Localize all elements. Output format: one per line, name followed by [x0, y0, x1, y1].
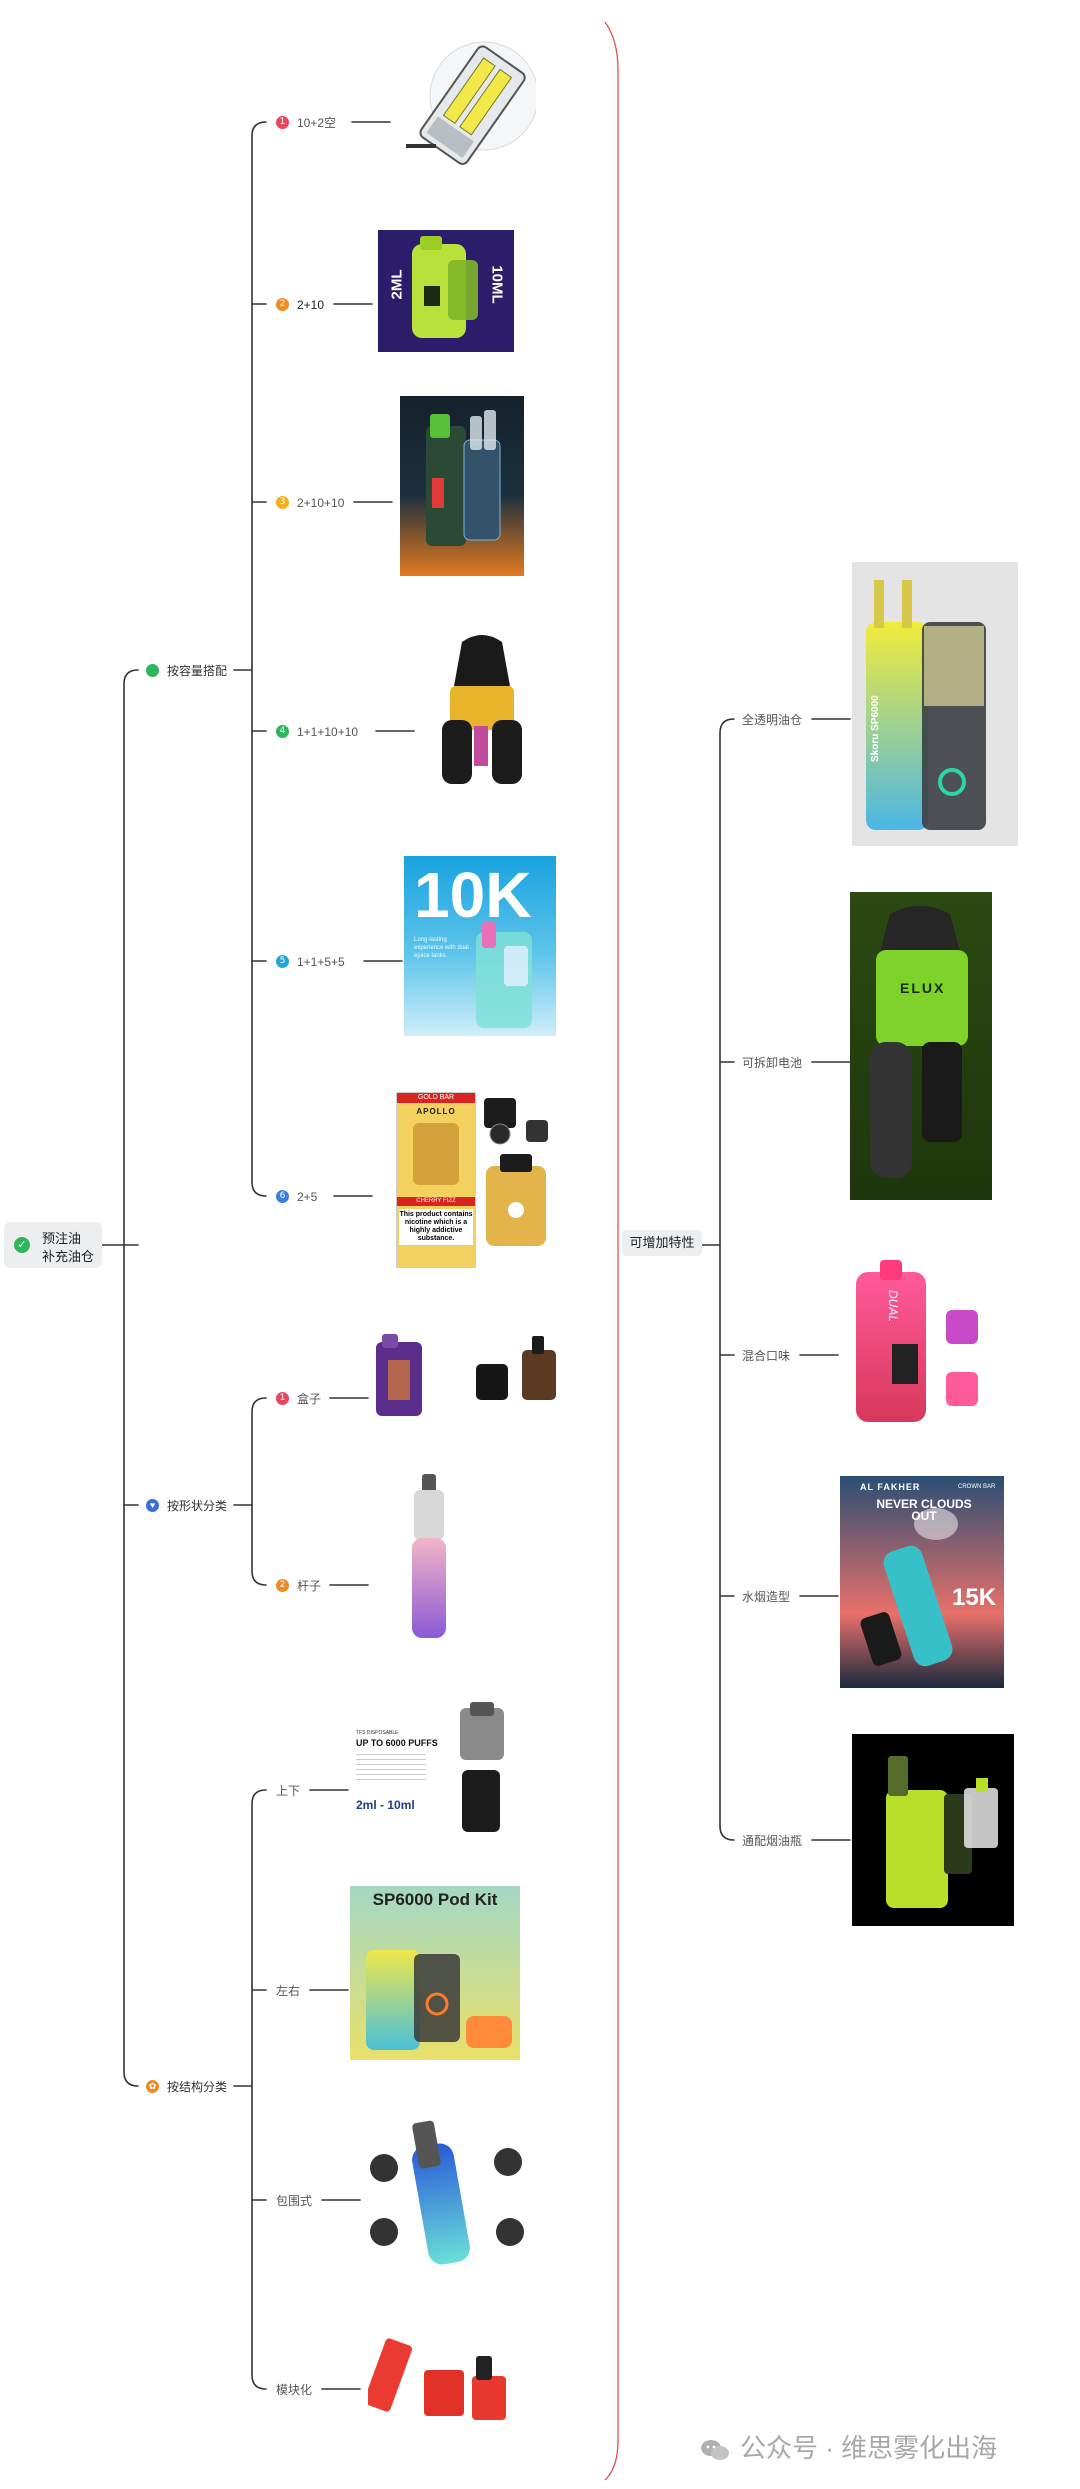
branch-shape[interactable]: ♥ 按形状分类: [146, 1497, 227, 1514]
shape-item-box[interactable]: 1 盒子: [276, 1390, 321, 1407]
dual-tank-device-image: 2ML 10ML: [378, 230, 514, 352]
capacity-item-6[interactable]: 6 2+5: [276, 1188, 317, 1205]
updown-device-image: TFS DISPOSABLE UP TO 6000 PUFFS 2ml - 10…: [354, 1700, 524, 1840]
mixed-flavor-device-image: DUAL: [850, 1254, 986, 1426]
feature-item-universal-bottle[interactable]: 通配烟油瓶: [742, 1832, 802, 1849]
capacity-item-2-label: 2+10: [297, 298, 324, 312]
elux-device-image: ELUX: [850, 892, 992, 1200]
feature-label-5: 通配烟油瓶: [742, 1834, 802, 1848]
capacity-item-4[interactable]: 4 1+1+10+10: [276, 723, 358, 740]
branch-structure-label: 按结构分类: [167, 2080, 227, 2094]
capacity-item-5[interactable]: 5 1+1+5+5: [276, 953, 345, 970]
number-5-icon: 5: [276, 955, 289, 968]
hookah-device-image: AL FAKHER CROWN BAR NEVER CLOUDS OUT 15K: [840, 1476, 1004, 1688]
orange-flower-icon: ✿: [146, 2080, 159, 2093]
capacity-item-3-label: 2+10+10: [297, 496, 344, 510]
branch-shape-label: 按形状分类: [167, 1499, 227, 1513]
green-circle-icon: [146, 664, 159, 677]
label-10ml: 10ML: [489, 265, 506, 303]
label-2ml: 2ML: [389, 270, 406, 300]
watermark: 公众号 · 维思雾化出海: [700, 2428, 997, 2465]
box-pod-image: [368, 1330, 568, 1420]
universal-bottle-device-image: [852, 1734, 1014, 1926]
feature-label-1: 全透明油仓: [742, 713, 802, 727]
number-2-icon: 2: [276, 298, 289, 311]
number-1-icon: 1: [276, 1392, 289, 1405]
wrap-device-image: [362, 2114, 532, 2270]
shape-item-stick[interactable]: 2 杆子: [276, 1577, 321, 1594]
sp6000-image: SP6000 Pod Kit: [350, 1886, 520, 2060]
structure-item-wrap-label: 包围式: [276, 2194, 312, 2208]
structure-item-leftright-label: 左右: [276, 1984, 300, 1998]
watermark-text: 公众号 · 维思雾化出海: [740, 2433, 997, 2463]
shape-item-stick-label: 杆子: [297, 1579, 321, 1593]
capacity-item-1[interactable]: 1 10+2空: [276, 114, 336, 131]
skoru-label: Skoru SP6000: [870, 695, 881, 762]
number-1-icon: 1: [276, 116, 289, 129]
blue-heart-icon: ♥: [146, 1499, 159, 1512]
triple-tank-device-image: [400, 396, 524, 576]
capacity-item-3[interactable]: 3 2+10+10: [276, 494, 344, 511]
root-line2: 补充油仓: [42, 1246, 94, 1265]
branch-capacity-label: 按容量搭配: [167, 664, 227, 678]
capacity-item-4-label: 1+1+10+10: [297, 725, 358, 739]
capacity-item-1-label: 10+2空: [297, 116, 336, 130]
capacity-item-2[interactable]: 2 2+10: [276, 296, 324, 313]
branch-capacity[interactable]: 按容量搭配: [146, 662, 227, 679]
15k-label: 15K: [952, 1584, 996, 1612]
branch-structure[interactable]: ✿ 按结构分类: [146, 2078, 227, 2095]
structure-item-updown[interactable]: 上下: [276, 1782, 300, 1799]
structure-item-leftright[interactable]: 左右: [276, 1982, 300, 1999]
feature-label-2: 可拆卸电池: [742, 1056, 802, 1070]
root-node[interactable]: ✓ 预注油 补充油仓: [4, 1222, 102, 1268]
check-icon: ✓: [14, 1237, 30, 1253]
structure-item-wrap[interactable]: 包围式: [276, 2192, 312, 2209]
feature-item-transparent-tank[interactable]: 全透明油仓: [742, 711, 802, 728]
features-node[interactable]: 可增加特性: [622, 1230, 702, 1256]
feature-item-mixed-flavor[interactable]: 混合口味: [742, 1347, 790, 1364]
dual-label: DUAL: [886, 1290, 900, 1322]
structure-item-updown-label: 上下: [276, 1784, 300, 1798]
shape-item-box-label: 盒子: [297, 1392, 321, 1406]
modular-device-image: [368, 2320, 520, 2430]
feature-label-4: 水烟造型: [742, 1590, 790, 1604]
capacity-item-5-label: 1+1+5+5: [297, 955, 345, 969]
capacity-item-6-label: 2+5: [297, 1190, 317, 1204]
tank-diagram-image: [392, 36, 536, 180]
10k-device-image: 10K Long-lasting experience with dual ej…: [404, 856, 556, 1036]
apollo-device-image: GOLD BAR APOLLO CHERRY FIZZ This product…: [396, 1092, 556, 1268]
feature-item-hookah-shape[interactable]: 水烟造型: [742, 1588, 790, 1605]
root-line1: 预注油: [42, 1228, 81, 1247]
elux-label: ELUX: [900, 980, 945, 996]
structure-item-modular[interactable]: 模块化: [276, 2381, 312, 2398]
feature-label-3: 混合口味: [742, 1349, 790, 1363]
number-6-icon: 6: [276, 1190, 289, 1203]
number-3-icon: 3: [276, 496, 289, 509]
stick-pod-image: [404, 1472, 456, 1642]
number-4-icon: 4: [276, 725, 289, 738]
number-2-icon: 2: [276, 1579, 289, 1592]
skoru-device-image: Skoru SP6000: [852, 562, 1018, 846]
quad-tank-device-image: [428, 628, 536, 790]
wechat-icon: [700, 2438, 730, 2462]
structure-item-modular-label: 模块化: [276, 2383, 312, 2397]
feature-item-removable-battery[interactable]: 可拆卸电池: [742, 1054, 802, 1071]
